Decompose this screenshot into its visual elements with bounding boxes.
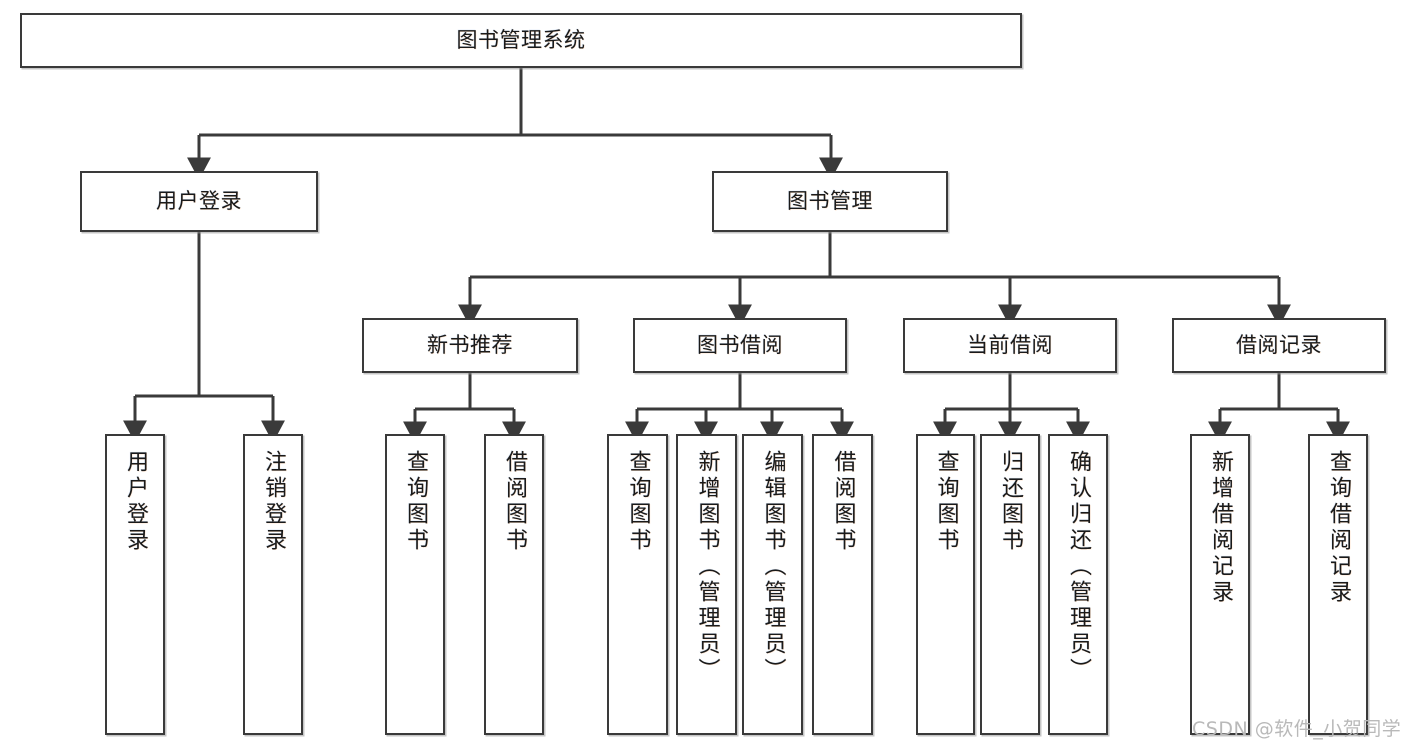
node-leaf-borrow-book-2[interactable]: 借阅图书 bbox=[812, 434, 873, 735]
node-leaf-borrow-book-1-label: 借阅图书 bbox=[502, 450, 527, 554]
node-leaf-return-book[interactable]: 归还图书 bbox=[980, 434, 1040, 735]
csdn-watermark: CSDN @软件_小贺同学 bbox=[1192, 718, 1402, 740]
node-leaf-add-record[interactable]: 新增借阅记录 bbox=[1190, 434, 1250, 735]
node-leaf-add-record-label: 新增借阅记录 bbox=[1208, 450, 1233, 606]
node-leaf-add-book[interactable]: 新增图书（管理员） bbox=[676, 434, 737, 735]
node-leaf-confirm-return[interactable]: 确认归还（管理员） bbox=[1048, 434, 1108, 735]
node-borrow-record[interactable]: 借阅记录 bbox=[1172, 318, 1386, 373]
node-root-label: 图书管理系统 bbox=[456, 28, 586, 53]
node-borrow-record-label: 借阅记录 bbox=[1236, 333, 1322, 358]
node-root[interactable]: 图书管理系统 bbox=[20, 13, 1022, 68]
node-leaf-query-book-2[interactable]: 查询图书 bbox=[607, 434, 668, 735]
node-leaf-logout[interactable]: 注销登录 bbox=[243, 434, 303, 735]
node-leaf-user-login[interactable]: 用户登录 bbox=[105, 434, 165, 735]
node-book-manage-label: 图书管理 bbox=[787, 189, 873, 214]
node-user-login[interactable]: 用户登录 bbox=[80, 171, 318, 232]
node-leaf-query-book-1[interactable]: 查询图书 bbox=[385, 434, 445, 735]
node-leaf-user-login-label: 用户登录 bbox=[123, 450, 148, 554]
node-new-book-rec[interactable]: 新书推荐 bbox=[362, 318, 578, 373]
node-leaf-borrow-book-2-label: 借阅图书 bbox=[830, 450, 856, 554]
node-leaf-query-record[interactable]: 查询借阅记录 bbox=[1308, 434, 1368, 735]
node-leaf-query-book-2-label: 查询图书 bbox=[625, 450, 651, 554]
node-new-book-rec-label: 新书推荐 bbox=[427, 333, 513, 358]
node-leaf-edit-book[interactable]: 编辑图书（管理员） bbox=[742, 434, 803, 735]
node-current-borrow[interactable]: 当前借阅 bbox=[903, 318, 1117, 373]
node-current-borrow-label: 当前借阅 bbox=[967, 333, 1053, 358]
node-leaf-return-book-label: 归还图书 bbox=[998, 450, 1023, 554]
node-leaf-confirm-return-label: 确认归还（管理员） bbox=[1066, 450, 1091, 684]
node-book-manage[interactable]: 图书管理 bbox=[712, 171, 948, 232]
node-user-login-label: 用户登录 bbox=[156, 189, 242, 214]
node-leaf-logout-label: 注销登录 bbox=[261, 450, 286, 554]
node-book-borrow[interactable]: 图书借阅 bbox=[633, 318, 847, 373]
node-book-borrow-label: 图书借阅 bbox=[697, 333, 783, 358]
node-leaf-query-record-label: 查询借阅记录 bbox=[1326, 450, 1351, 606]
node-leaf-borrow-book-1[interactable]: 借阅图书 bbox=[484, 434, 544, 735]
node-leaf-query-book-1-label: 查询图书 bbox=[403, 450, 428, 554]
node-leaf-query-book-3[interactable]: 查询图书 bbox=[916, 434, 975, 735]
node-leaf-query-book-3-label: 查询图书 bbox=[933, 450, 959, 554]
node-leaf-edit-book-label: 编辑图书（管理员） bbox=[760, 450, 786, 684]
node-leaf-add-book-label: 新增图书（管理员） bbox=[694, 450, 720, 684]
